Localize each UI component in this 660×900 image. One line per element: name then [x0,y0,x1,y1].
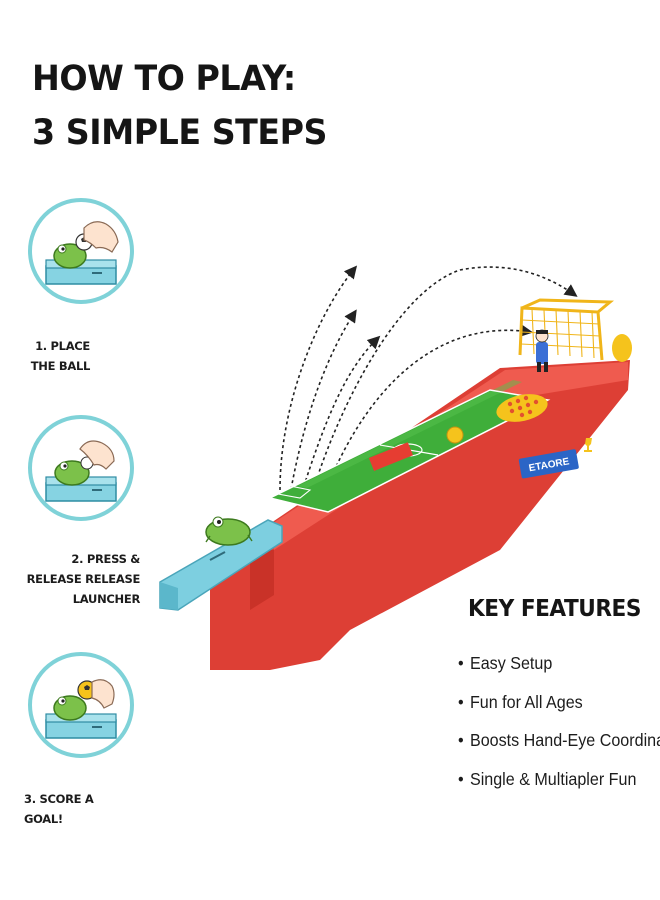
trajectory-arrows [279,265,578,506]
frog-launcher [205,516,253,546]
key-features-title: KEY FEATURES [468,596,641,622]
goal-net [518,298,615,361]
heading-line-2: 3 SIMPLE STEPS [32,113,327,153]
heading-line-1: HOW TO PLAY: [32,59,296,99]
key-feature-item: Single & Multiapler Fun [458,760,651,799]
step-2-illustration [28,415,134,521]
product-illustration: ETAORE [159,265,632,670]
press-launcher-icon [45,440,117,502]
key-feature-item: Fun for All Ages [458,683,651,722]
key-features-list: Easy Setup Fun for All Ages Boosts Hand-… [458,644,660,798]
launcher [159,519,283,611]
score-goal-icon [45,679,117,739]
step-1-illustration [28,198,134,304]
key-feature-item: Easy Setup [458,644,651,683]
soccer-field [267,380,551,513]
key-feature-item: Boosts Hand-Eye Coordination [458,721,660,760]
goalkeeper-figure [535,329,549,372]
step-3-label: 3. SCORE A GOAL! [24,792,94,826]
step-3-illustration [28,652,134,758]
step-1-label: 1. PLACE THE BALL [30,339,91,373]
target-disc [496,394,548,422]
place-ball-icon [45,221,119,285]
step-2-label: 2. PRESS & RELEASE RELEASE LAUNCHER [26,552,141,606]
